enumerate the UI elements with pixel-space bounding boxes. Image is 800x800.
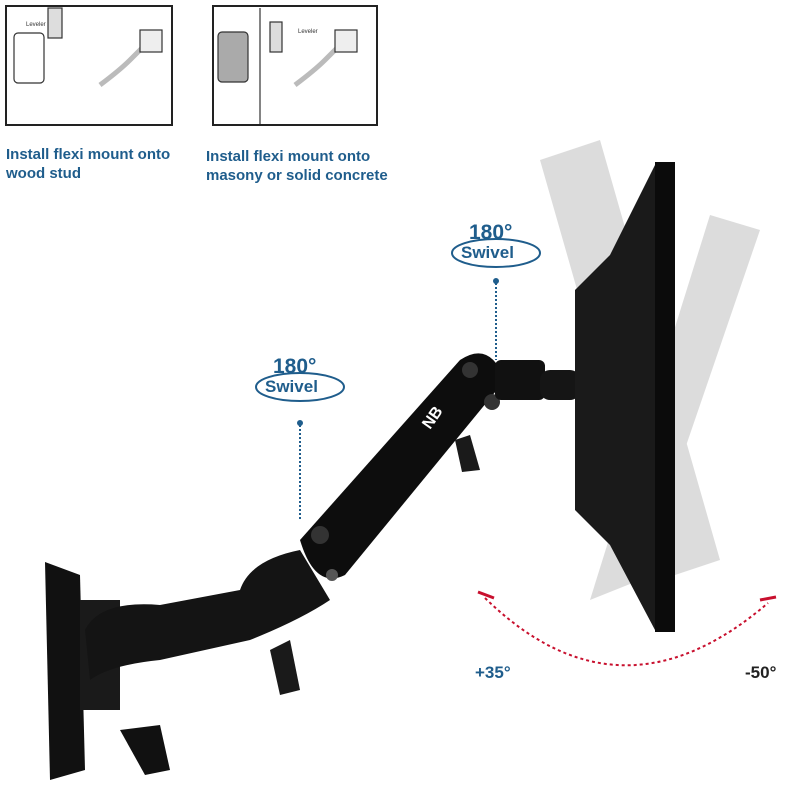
caption-line: Install flexi mount onto — [206, 148, 371, 165]
tilt-up-label: +35° — [475, 663, 511, 682]
leveler-label: Leveler — [26, 22, 46, 28]
upper-arm — [300, 353, 505, 579]
swivel-degrees: 180° — [273, 355, 317, 378]
monitor — [575, 162, 675, 632]
swivel-degrees: 180° — [469, 221, 513, 244]
tilt-arc — [484, 597, 769, 667]
swivel-label: Swivel — [461, 243, 514, 262]
install-caption-wood: Install flexi mount onto wood stud — [6, 145, 170, 183]
leveler-label: Leveler — [298, 29, 318, 35]
tilt-down-label: -50° — [745, 663, 777, 682]
caption-line: wood stud — [6, 165, 81, 182]
install-caption-concrete: Install flexi mount onto masony or solid… — [206, 147, 388, 185]
caption-line: masony or solid concrete — [206, 167, 388, 184]
swivel-label: Swivel — [265, 377, 318, 396]
lower-arm — [85, 550, 330, 680]
wall-plate — [45, 562, 170, 780]
install-panel-concrete — [212, 5, 378, 126]
caption-line: Install flexi mount onto — [6, 146, 171, 163]
